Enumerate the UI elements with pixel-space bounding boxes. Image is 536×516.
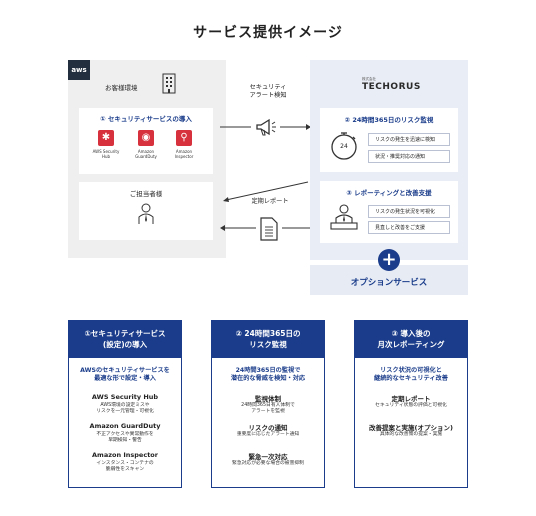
inspector-service: ⚲ Amazon Inspector (166, 130, 202, 159)
column-3-item-2-title: 改善提案と実施(オプション) (369, 424, 453, 432)
column-3-header-line-1: ③ 導入後の (391, 329, 431, 338)
inspector-label: Amazon Inspector (174, 149, 194, 159)
security-hub-service: ✱ AWS Security Hub (88, 130, 124, 159)
report-arrow (220, 225, 310, 231)
option-service-label: オプションサービス (350, 278, 428, 288)
column-3-header-line-2: 月次レポーティング (377, 340, 445, 349)
column-3-lead-line-2: 継続的なセキュリティ改善 (374, 375, 448, 382)
column-1-item-1-desc-1: AWS環境の設定ミスや (100, 403, 150, 408)
inspector-icon: ⚲ (176, 130, 192, 146)
column-1-header: ①セキュリティサービス (設定)の導入 (68, 320, 182, 358)
plus-icon: + (378, 249, 400, 271)
column-2-item-1-title: 監視体制 (255, 395, 281, 403)
column-3-header: ③ 導入後の 月次レポーティング (354, 320, 468, 358)
clock-24h-label: 24 (340, 143, 348, 150)
security-service-intro-title: ① セキュリティサービスの導入 (100, 115, 192, 123)
column-2-lead-line-1: 24時間365日の監視で (235, 367, 301, 374)
report-upper-arrow (223, 181, 309, 202)
megaphone-icon (252, 114, 278, 140)
customer-environment-label: お客様環境 (105, 84, 138, 92)
guardduty-icon: ◉ (138, 130, 154, 146)
report-chip-visualize: リスクの発生状況を可視化 (368, 205, 450, 218)
column-1-lead-line-1: AWSのセキュリティサービスを (80, 367, 170, 374)
document-icon (260, 217, 278, 241)
page-title: サービス提供イメージ (193, 25, 343, 41)
column-1-lead-line-2: 最適な形で設定・導入 (94, 375, 156, 382)
column-2-item-2-desc-1: 重要度に応じたアラート通知 (236, 432, 300, 437)
techorus-logo: TECHORUS (362, 82, 421, 92)
column-1-item-2-title: Amazon GuardDuty (89, 422, 161, 430)
column-1-item-3-desc-1: インスタンス・コンテナの (96, 461, 154, 466)
customer-staff-card (79, 182, 213, 240)
column-2-item-3-desc-1: 緊急対応が必要な場合の被害抑制 (232, 461, 304, 466)
aws-logo: aws (68, 60, 90, 80)
column-1-item-3-title: Amazon Inspector (92, 451, 158, 459)
monitor-chip-detect: リスクの発生を迅速に検知 (368, 133, 450, 146)
alert-arrow (220, 124, 311, 130)
reporting-title: ③ レポーティングと改善支援 (346, 189, 432, 197)
column-3-lead-line-1: リスク状況の可視化と (380, 367, 442, 374)
building-icon (162, 73, 176, 94)
guardduty-service: ◉ Amazon GuardDuty (128, 130, 164, 159)
column-3-item-1-title: 定期レポート (391, 395, 431, 403)
column-1-header-line-1: ①セキュリティサービス (84, 329, 166, 338)
column-1-item-1-desc-2: リスクを一元管理・可視化 (96, 409, 154, 414)
brand-subtitle: 株式会社 (362, 77, 376, 81)
column-2-item-1-desc-2: アラートを監視 (251, 409, 285, 414)
clock-24h-icon (331, 132, 357, 160)
column-1-item-3-desc-2: 脆弱性をスキャン (105, 467, 145, 472)
security-hub-icon: ✱ (98, 130, 114, 146)
column-2-header-line-1: ② 24時間365日の (235, 329, 301, 338)
column-1-item-2-desc-1: 不正アクセスや異常動作を (96, 432, 154, 437)
column-2-lead-line-2: 潜在的な脅威を検知・対応 (230, 375, 306, 382)
periodic-report-label: 定期レポート (251, 198, 289, 205)
report-chip-improve: 見直しと改善をご支援 (368, 221, 450, 234)
column-2-item-1-desc-1: 24時間365日有人体制で (241, 403, 295, 408)
column-2-header-line-2: リスク監視 (249, 340, 287, 349)
column-1-item-2-desc-2: 早期検知・警告 (108, 438, 142, 443)
person-icon (138, 203, 154, 224)
column-2-item-2-title: リスクの通知 (248, 424, 288, 432)
column-1-header-line-2: (設定)の導入 (102, 340, 148, 349)
guardduty-label: Amazon GuardDuty (135, 149, 157, 159)
column-1-item-1-title: AWS Security Hub (91, 393, 159, 401)
customer-staff-title: ご担当者様 (129, 190, 163, 198)
column-2-header: ② 24時間365日の リスク監視 (211, 320, 325, 358)
alert-detection-label-line-2: アラート検知 (249, 92, 287, 99)
alert-detection-label-line-1: セキュリティ (249, 84, 287, 91)
security-hub-label: AWS Security Hub (92, 149, 120, 159)
column-3-item-2-desc-1: 具体的な改善策の提案・実施 (379, 432, 443, 437)
column-3-item-1-desc-1: セキュリティ状態の評価と可視化 (375, 403, 447, 408)
monitor-chip-notify: 状況・推奨対応の通知 (368, 150, 450, 163)
consultant-icon (330, 204, 358, 230)
monitoring-title: ② 24時間365日のリスク監視 (344, 116, 434, 124)
column-2-item-3-title: 緊急一次対応 (248, 453, 288, 461)
